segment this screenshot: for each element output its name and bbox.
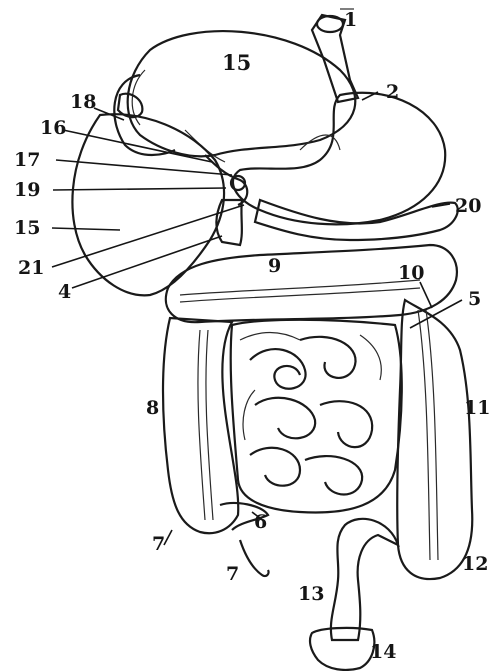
small-intestine bbox=[231, 320, 402, 513]
label-20: 20 bbox=[455, 195, 481, 217]
label-15-liver: 15 bbox=[222, 50, 251, 75]
label-11: 11 bbox=[464, 397, 490, 419]
label-6: 6 bbox=[254, 511, 267, 533]
label-16: 16 bbox=[40, 117, 66, 139]
ascending-colon bbox=[163, 318, 238, 533]
stomach bbox=[233, 93, 445, 225]
label-7a: 7 bbox=[152, 533, 165, 555]
label-10: 10 bbox=[398, 262, 424, 284]
label-17: 17 bbox=[14, 149, 40, 171]
label-12: 12 bbox=[462, 553, 488, 575]
label-4: 4 bbox=[58, 281, 71, 303]
label-9: 9 bbox=[268, 255, 281, 277]
label-19: 19 bbox=[14, 179, 40, 201]
label-7b: 7 bbox=[226, 563, 239, 585]
leader-lines bbox=[52, 92, 462, 545]
label-18: 18 bbox=[70, 91, 96, 113]
pancreas bbox=[255, 200, 458, 240]
label-5: 5 bbox=[468, 288, 481, 310]
label-8: 8 bbox=[146, 397, 159, 419]
label-13: 13 bbox=[298, 583, 324, 605]
label-2: 2 bbox=[386, 81, 399, 103]
label-21: 21 bbox=[18, 257, 44, 279]
descending-colon bbox=[397, 300, 472, 579]
label-15-lobe: 15 bbox=[14, 217, 40, 239]
label-14: 14 bbox=[370, 641, 396, 663]
label-1: 1 bbox=[344, 9, 357, 31]
